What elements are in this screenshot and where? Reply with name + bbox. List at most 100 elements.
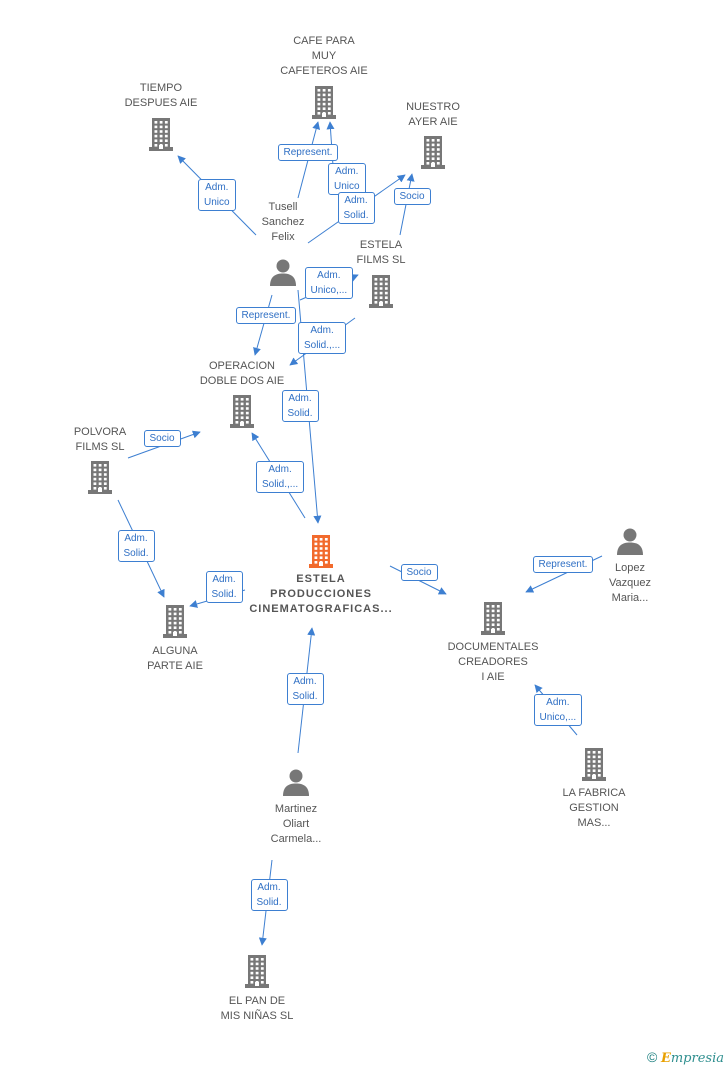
node-label-line: POLVORA [73,426,127,438]
node-label-line: TIEMPO [139,82,183,94]
edge-label-line: Adm. [257,882,281,893]
person-icon[interactable] [281,767,311,797]
node-label-alguna[interactable]: ALGUNA PARTE AIE [115,644,235,674]
edge-label[interactable]: Adm. Solid.,... [256,461,305,493]
edge-label-line: Adm. [124,533,148,544]
node-label-line: Martinez [274,803,318,815]
building-icon[interactable] [145,116,177,152]
node-label-line: LA FABRICA [562,787,626,799]
building-icon[interactable] [477,600,509,636]
building-icon[interactable] [305,533,337,569]
edge-label-line: Adm. [344,195,368,206]
edge-label-line: Adm. [317,270,341,281]
edge-label[interactable]: Adm. Solid. [337,192,375,224]
edge-label-line: Unico [334,181,360,192]
edge-label[interactable]: Represent. [532,555,594,573]
edge-label[interactable]: Represent. [277,143,339,161]
node-label-line: Maria... [611,592,649,604]
node-label-operacion[interactable]: OPERACION DOBLE DOS AIE [182,359,302,389]
building-icon[interactable] [241,953,273,989]
building-icon[interactable] [84,459,116,495]
edge-label-line: Adm. [205,182,229,193]
node-label-line: PRODUCCIONES [270,588,372,600]
node-label-polvora[interactable]: POLVORA FILMS SL [40,425,160,455]
edge-label-line: Adm. [293,676,317,687]
node-label-fabrica[interactable]: LA FABRICA GESTION MAS... [534,786,654,831]
node-label-line: Lopez [615,562,645,574]
node-label-line: MIS NIÑAS SL [220,1010,294,1022]
edge-label-line: Unico,... [539,712,577,723]
building-icon[interactable] [226,393,258,429]
node-label-line: GESTION [569,802,619,814]
node-label-line: ESTELA [359,239,403,251]
edge-label[interactable]: Socio [393,187,431,205]
edge-label[interactable]: Adm.Solid. [250,879,288,911]
node-label-elpan[interactable]: EL PAN DE MIS NIÑAS SL [197,994,317,1024]
node-label-line: CREADORES [458,656,528,668]
edge-label-line: Solid. [123,548,149,559]
edge-label[interactable]: Represent. [235,306,297,324]
edge-label[interactable]: Adm.Solid. [286,673,324,705]
node-label-line: AYER AIE [408,116,458,128]
edge-label-line: Adm. [546,697,570,708]
node-label-line: MAS... [577,817,611,829]
node-label-line: DOCUMENTALES [447,641,539,653]
building-icon[interactable] [578,746,610,782]
edge-label-line: Adm. [310,325,334,336]
edge-label-line: Solid.,... [262,479,299,490]
edge-label[interactable]: Socio [143,429,181,447]
node-label-documentales[interactable]: DOCUMENTALES CREADORES I AIE [433,640,553,685]
edge-label[interactable]: Adm. Solid. [117,530,155,562]
edge-label-line: Solid.,... [304,340,341,351]
edge-label-line: Adm. [268,464,292,475]
node-label-line: Tusell [268,201,298,213]
node-label-line: OPERACION [208,360,275,372]
edge-label[interactable]: Adm.Unico,... [304,267,354,299]
edge-label[interactable]: Adm. Solid.,... [298,322,347,354]
edge-label[interactable]: Adm. Solid. [205,571,243,603]
node-label-line: PARTE AIE [147,660,203,672]
person-icon[interactable] [615,526,645,556]
node-label-line: DOBLE DOS AIE [199,375,285,387]
person-icon[interactable] [268,257,298,287]
node-label-line: FILMS SL [356,254,406,266]
node-label-line: Carmela... [270,833,322,845]
node-label-line: Felix [271,231,295,243]
node-label-estelafilms[interactable]: ESTELA FILMS SL [321,238,441,268]
edge-label-line: Solid. [211,589,237,600]
edge-label-line: Socio [406,566,432,578]
edge-label-line: Adm. [212,574,236,585]
node-label-tiempo[interactable]: TIEMPO DESPUES AIE [101,81,221,111]
node-label-line: EL PAN DE [228,995,286,1007]
node-label-line: I AIE [481,671,505,683]
edge-label[interactable]: Adm.Unico [328,163,366,195]
edge-label[interactable]: Adm. Unico,... [533,694,583,726]
edge-label[interactable]: Adm.Unico [198,179,236,211]
building-icon[interactable] [365,273,397,309]
node-label-line: Sanchez [261,216,305,228]
building-icon[interactable] [417,134,449,170]
node-label-line: Vazquez [609,577,651,589]
node-label-line: ALGUNA [152,645,198,657]
node-label-line: CAFETEROS AIE [280,65,368,77]
footer-brand[interactable]: © Empresia [647,1049,724,1066]
edge-label-line: Represent. [241,309,291,321]
edge-label-line: Solid. [343,210,369,221]
edge-label-line: Socio [399,190,425,202]
edge-label-line: Represent. [283,146,333,158]
node-label-line: DESPUES AIE [124,97,198,109]
edge-label[interactable]: Socio [400,563,438,581]
edge-estelafilms-to-nuestro [399,173,415,236]
node-label-line: FILMS SL [75,441,125,453]
building-icon[interactable] [308,84,340,120]
node-label-line: ESTELA [296,573,346,585]
edge-label-line: Socio [149,432,175,444]
building-icon[interactable] [159,603,191,639]
edge-label[interactable]: Adm.Solid. [281,390,319,422]
